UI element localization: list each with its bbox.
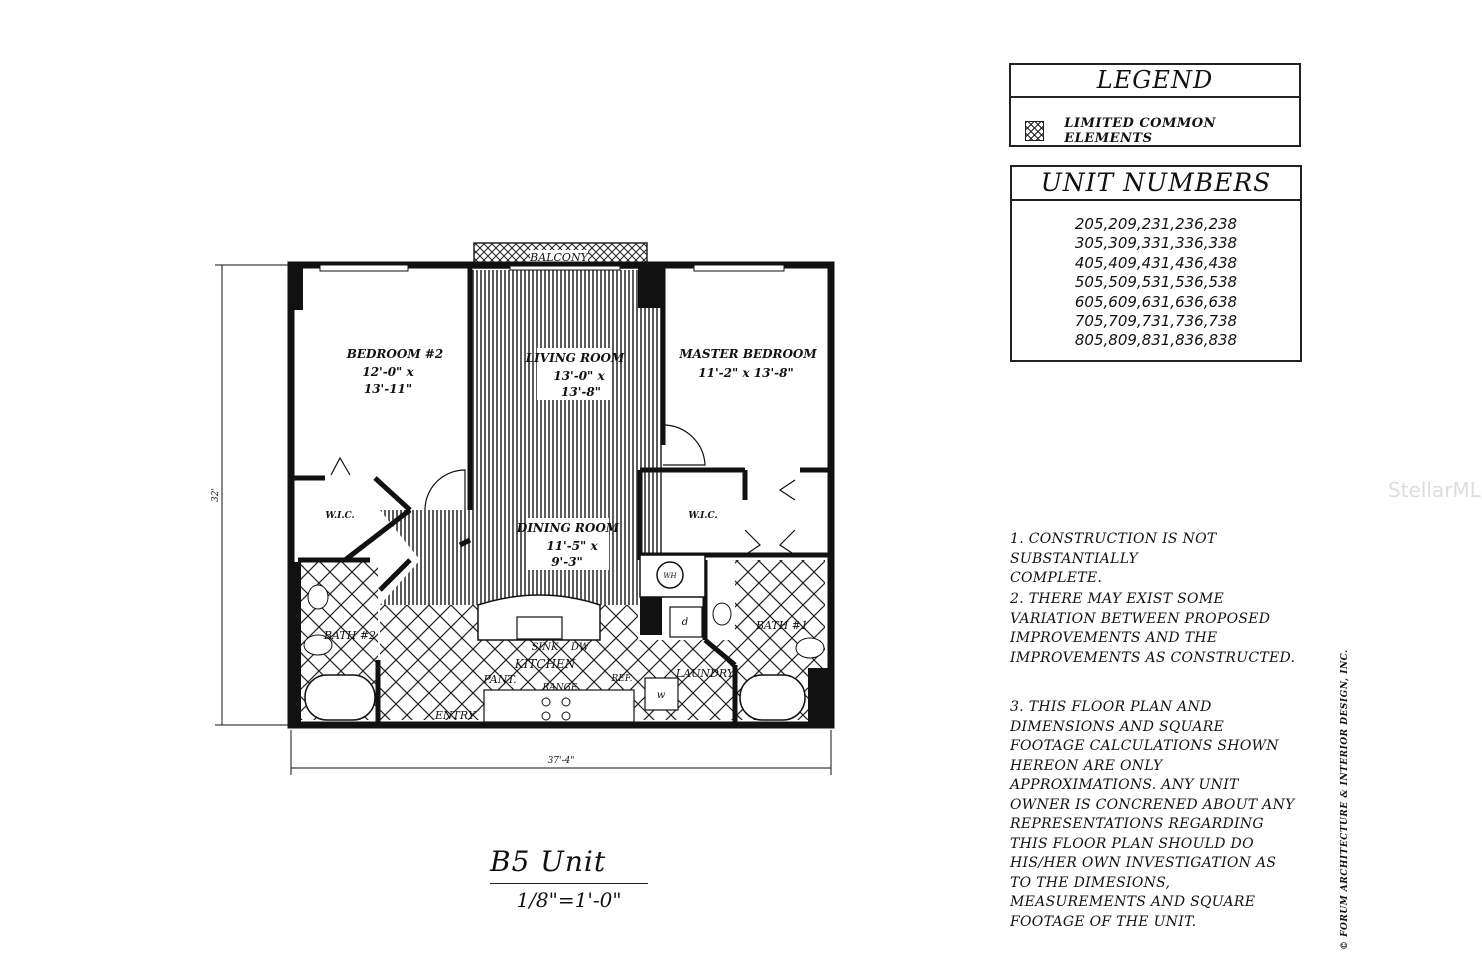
legend-box: LEGEND LIMITED COMMON ELEMENTS xyxy=(1009,63,1301,147)
unit-row: 305,309,331,336,338 xyxy=(1074,234,1238,253)
dining-room-dim: 11'-5" x xyxy=(546,539,598,553)
legend-item-label: LIMITED COMMON ELEMENTS xyxy=(1064,116,1216,146)
laundry-label: LAUNDRY xyxy=(675,667,736,680)
living-room-dim: 13'-8" xyxy=(561,385,601,399)
unit-numbers-box: UNIT NUMBERS 205,209,231,236,238 305,309… xyxy=(1010,165,1302,362)
dryer-label: d xyxy=(682,617,688,628)
dining-room-dim: 9'-3" xyxy=(551,555,583,569)
unit-numbers-title: UNIT NUMBERS xyxy=(1012,167,1300,201)
plan-title: B5 Unit xyxy=(490,845,607,878)
unit-row: 405,409,431,436,438 xyxy=(1074,253,1238,272)
bedroom2-name: BEDROOM #2 xyxy=(346,347,443,361)
bath1-label: BATH #1 xyxy=(755,619,808,632)
floor-plan: BALCONY xyxy=(211,242,835,775)
living-room-dim: 13'-0" x xyxy=(553,369,605,383)
wic-left-label: W.I.C. xyxy=(325,511,354,521)
sink-label: SINK xyxy=(531,642,559,653)
overall-width: 37'-4" xyxy=(548,756,575,766)
ref-label: REF. xyxy=(610,674,632,684)
unit-numbers-list: 205,209,231,236,238 305,309,331,336,338 … xyxy=(1012,201,1300,351)
bath2-label: BATH #2 xyxy=(323,629,376,642)
note-3: 3. THIS FLOOR PLAN AND DIMENSIONS AND SQ… xyxy=(1010,699,1295,930)
dw-label: DW xyxy=(570,642,590,653)
wic-right-label: W.I.C. xyxy=(688,511,717,521)
water-heater-label: WH xyxy=(663,572,677,580)
legend-title: LEGEND xyxy=(1011,65,1299,98)
bedroom2-dim: 12'-0" x xyxy=(362,365,414,379)
unit-row: 205,209,231,236,238 xyxy=(1074,215,1238,233)
range-label: RANGE xyxy=(542,683,578,693)
unit-row: 505,509,531,536,538 xyxy=(1074,273,1238,292)
master-bedroom-name: MASTER BEDROOM xyxy=(678,347,817,361)
bedroom2-dim: 13'-11" xyxy=(364,382,412,396)
watermark: StellarMLS xyxy=(1388,478,1482,502)
crosshatch-icon xyxy=(1025,121,1045,141)
dining-room-name: DINING ROOM xyxy=(516,521,620,535)
plan-scale: 1/8"=1'-0" xyxy=(490,883,648,912)
architect-credit: © FORUM ARCHITECTURE & INTERIOR DESIGN, … xyxy=(1340,649,1350,950)
entry-label: ENTRY xyxy=(434,709,477,722)
kitchen-label: KITCHEN xyxy=(514,657,576,671)
legend-item: LIMITED COMMON ELEMENTS xyxy=(1011,98,1299,146)
overall-depth: 32' xyxy=(211,488,221,502)
unit-row: 605,609,631,636,638 xyxy=(1074,292,1238,311)
balcony-label: BALCONY xyxy=(529,251,589,264)
pantry-label: PANT. xyxy=(482,673,516,686)
unit-row: 705,709,731,736,738 xyxy=(1074,312,1238,331)
note-2: 2. THERE MAY EXIST SOME VARIATION BETWEE… xyxy=(1010,591,1296,666)
master-bedroom-dim: 11'-2" x 13'-8" xyxy=(698,366,793,380)
living-room-name: LIVING ROOM xyxy=(525,351,625,365)
washer-label: w xyxy=(657,690,666,701)
note-1: 1. CONSTRUCTION IS NOT SUBSTANTIALLY COM… xyxy=(1010,531,1217,586)
unit-row: 805,809,831,836,838 xyxy=(1074,331,1238,350)
